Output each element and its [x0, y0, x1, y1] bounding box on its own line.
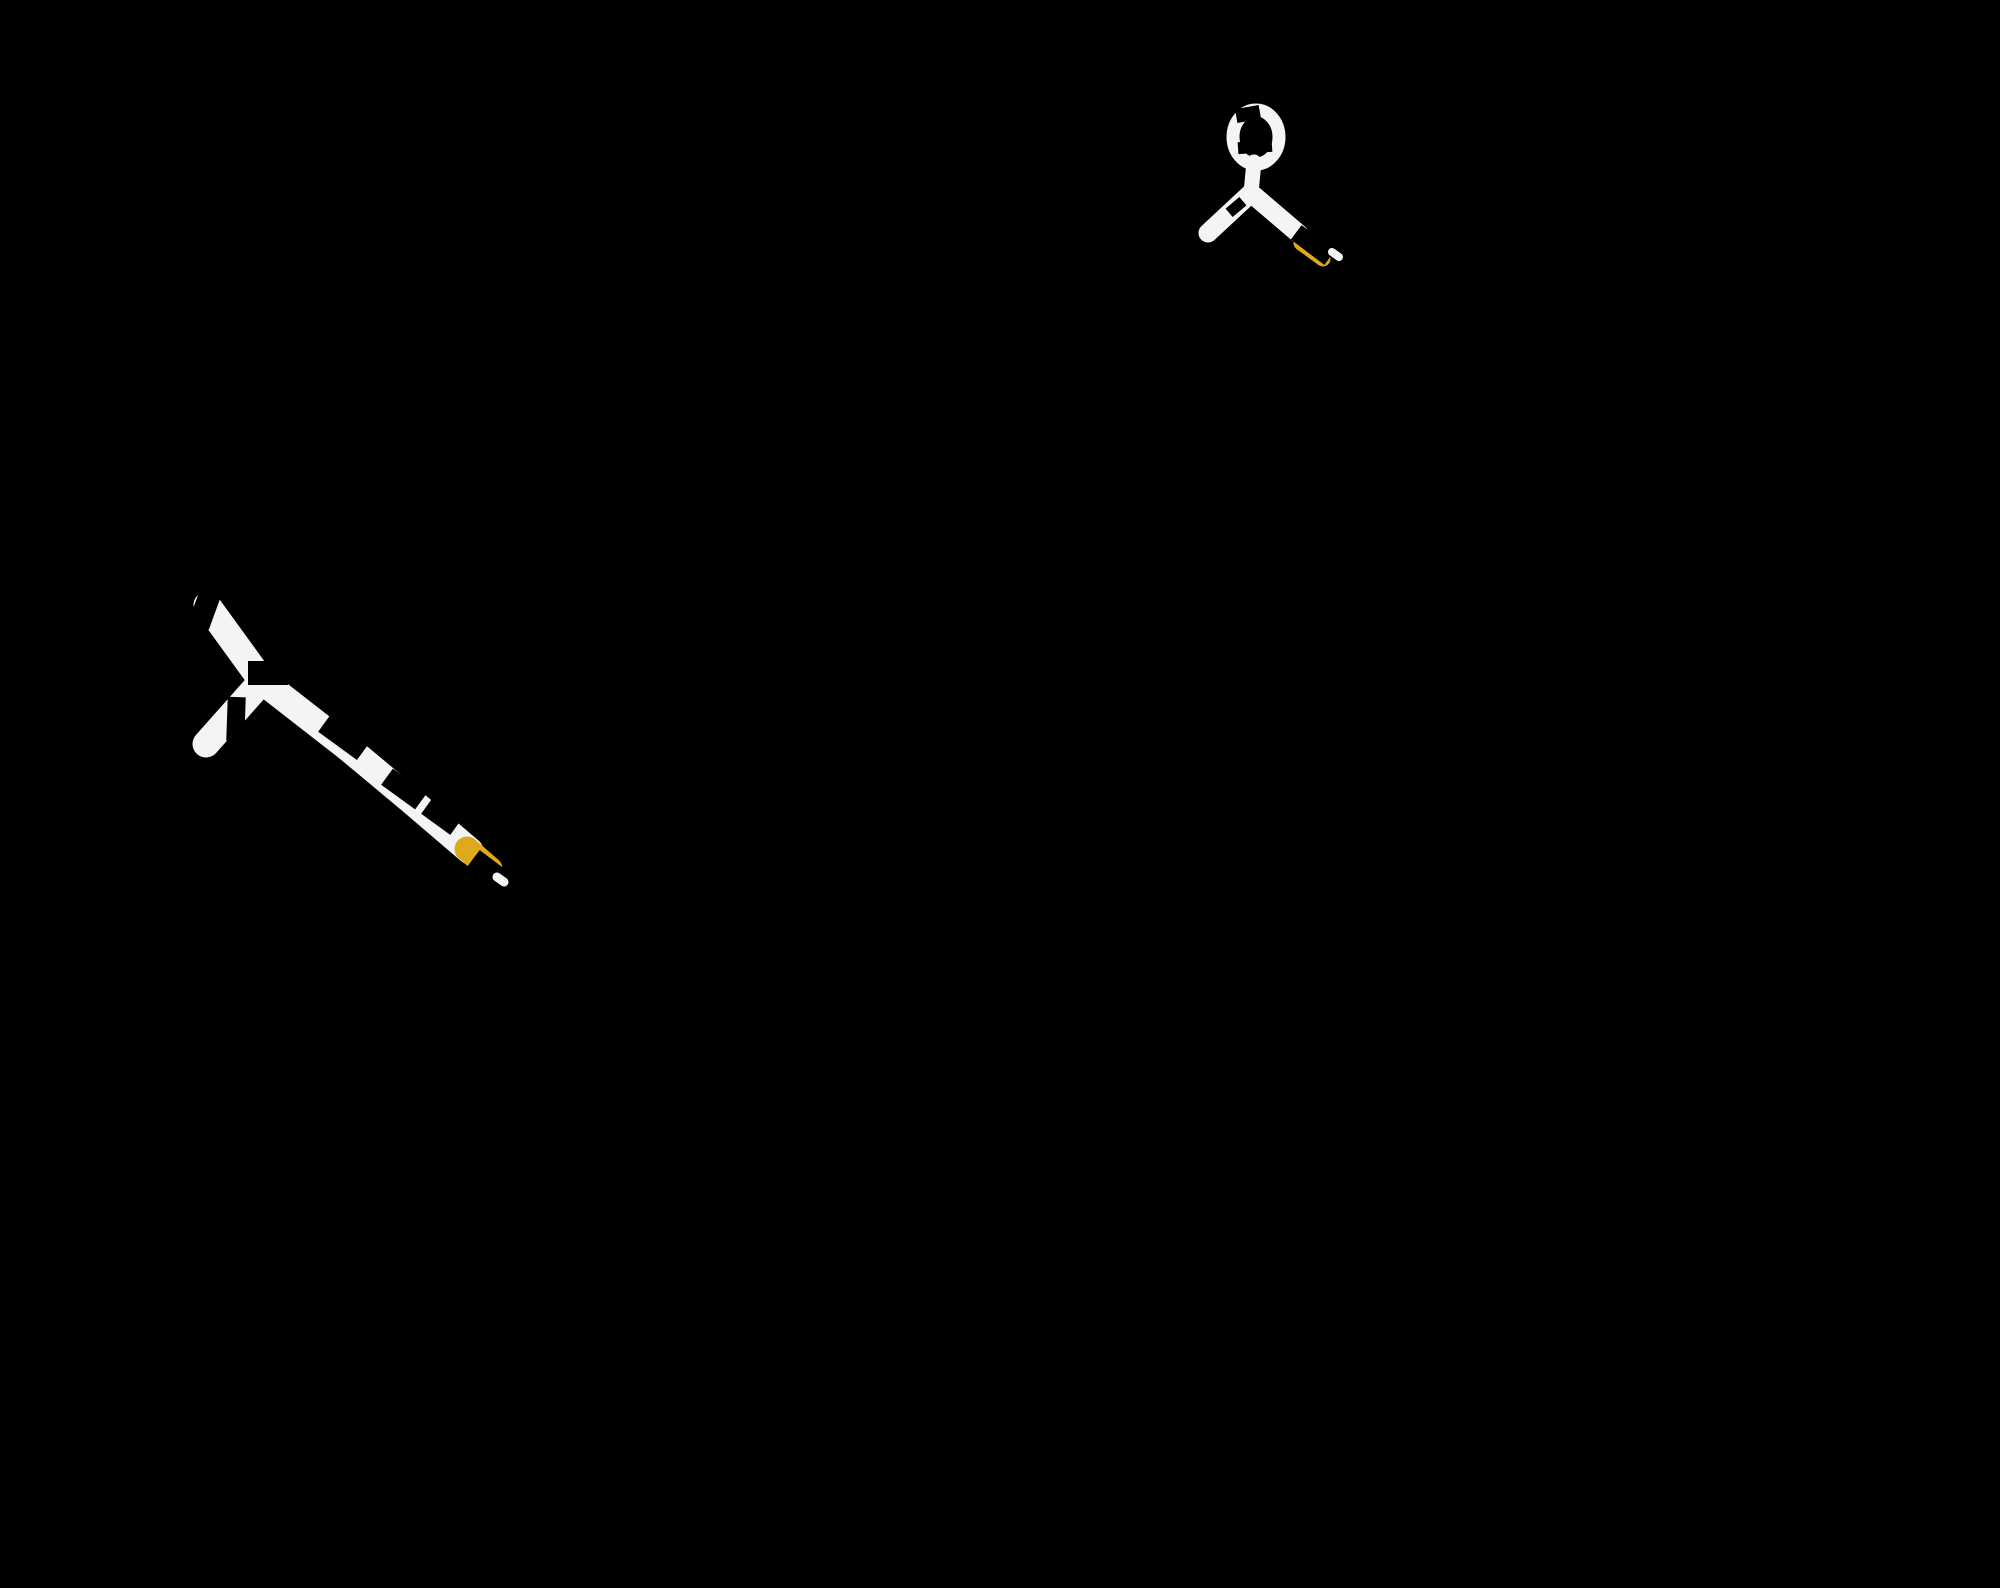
dark-band: [1237, 139, 1273, 155]
dark-band: [421, 799, 461, 835]
dark-band: [226, 696, 246, 742]
bond-right-arm: [1241, 183, 1309, 244]
molecule-top-right: [1198, 103, 1343, 267]
dark-band: [1234, 105, 1262, 123]
tip-glint: [1328, 248, 1343, 261]
dark-tip-cap: [1290, 225, 1336, 265]
dark-band: [318, 713, 370, 761]
molecule-bottom-left: [188, 586, 512, 892]
dark-band: [188, 586, 222, 630]
dark-band: [248, 661, 288, 685]
dark-band: [381, 768, 427, 810]
tip-glint: [492, 872, 509, 887]
dark-band: [1225, 197, 1247, 217]
